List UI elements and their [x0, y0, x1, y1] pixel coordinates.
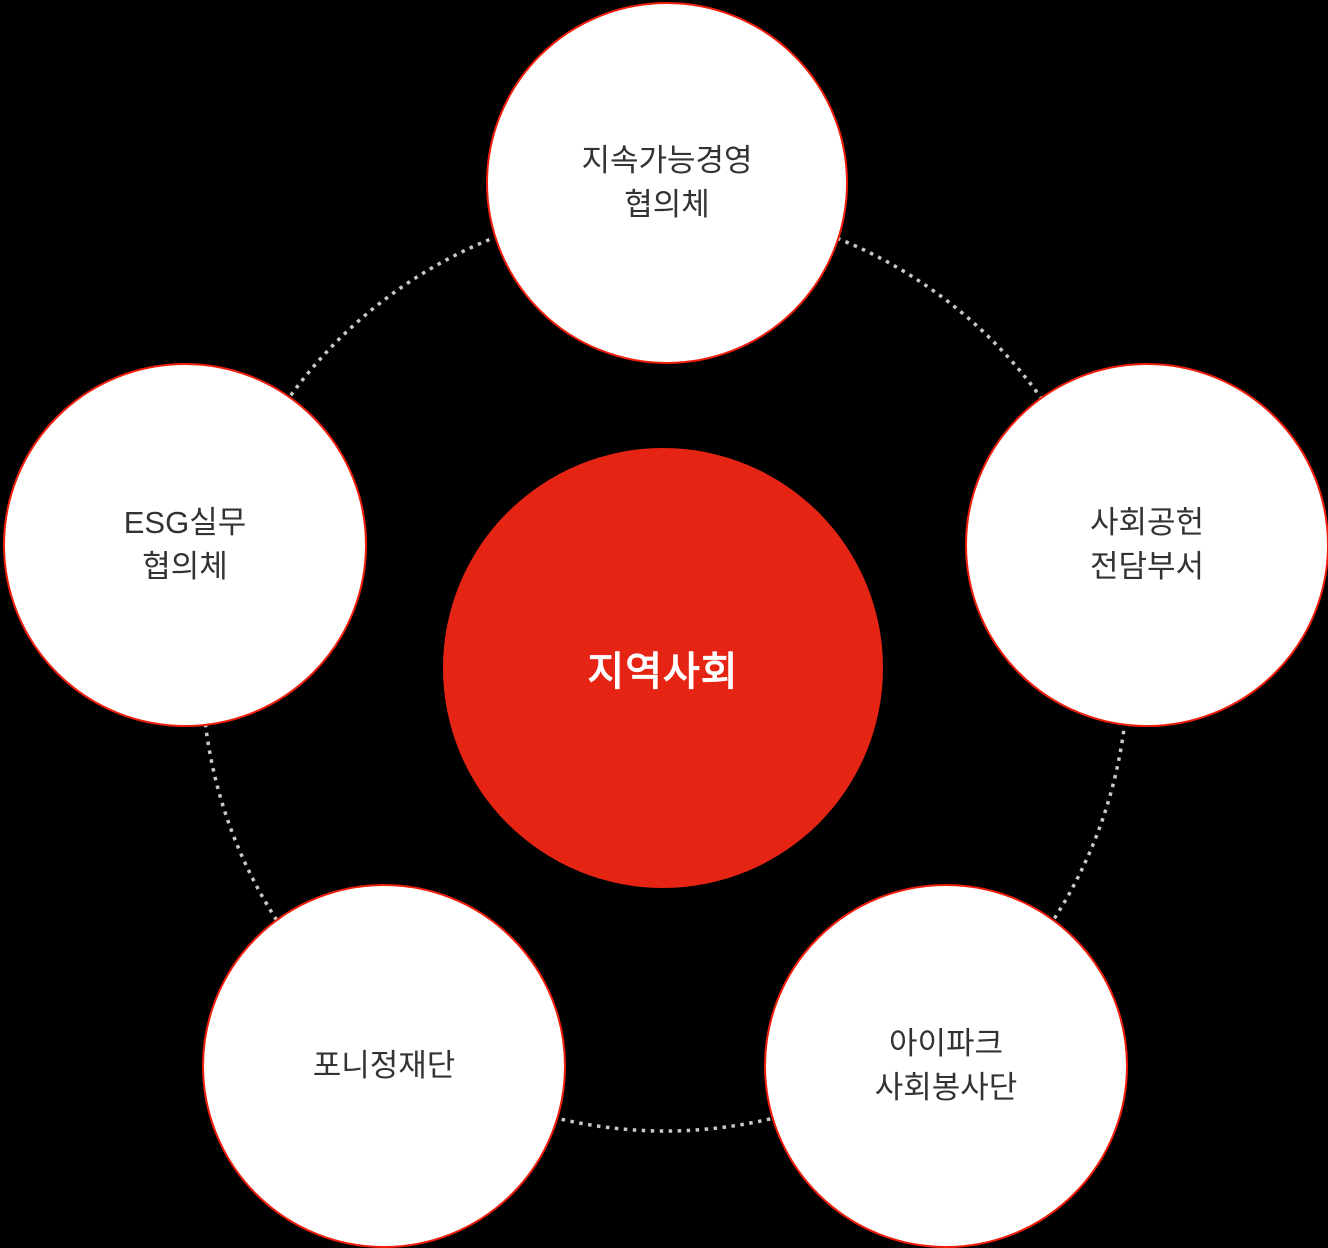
node-label-line: 지속가능경영	[581, 142, 753, 178]
node-label-line: 협의체	[624, 187, 710, 222]
center-circle-community: 지역사회	[443, 448, 883, 888]
node-circle-ipark-volunteer-group: 아이파크 사회봉사단	[764, 884, 1128, 1248]
node-circle-social-contribution-department: 사회공헌 전담부서	[965, 363, 1328, 727]
node-label-line: 협의체	[142, 549, 228, 584]
center-label: 지역사회	[587, 650, 739, 694]
node-label-line: ESG실무	[123, 504, 247, 540]
node-circle-esg-working-council: ESG실무 협의체	[3, 363, 367, 727]
node-label-line: 사회공헌	[1089, 504, 1205, 540]
node-circle-sustainable-management-council: 지속가능경영 협의체	[486, 2, 848, 364]
node-label-line: 포니정재단	[312, 1047, 456, 1083]
node-label-line: 사회봉사단	[874, 1070, 1018, 1105]
node-circle-pony-chung-foundation: 포니정재단	[202, 884, 566, 1248]
node-label-line: 전담부서	[1089, 549, 1205, 584]
node-label-line: 아이파크	[888, 1025, 1004, 1061]
